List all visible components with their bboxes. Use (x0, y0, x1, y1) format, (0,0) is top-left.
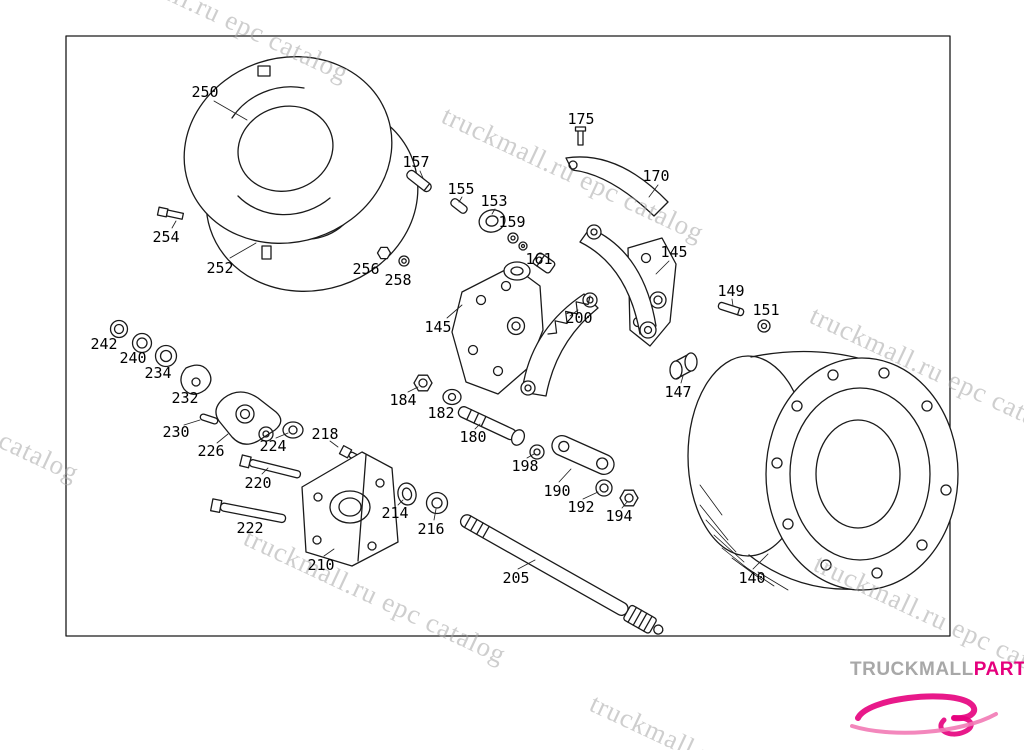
part-label-252: 252 (206, 259, 234, 277)
bolt-220 (239, 454, 302, 479)
part-label-184: 184 (389, 391, 417, 409)
part-label-250: 250 (191, 83, 219, 101)
part-label-151: 151 (752, 301, 780, 319)
bracket-210 (301, 451, 399, 567)
nut-194 (619, 489, 639, 507)
part-label-210: 210 (307, 556, 335, 574)
part-label-220: 220 (244, 474, 272, 492)
part-label-161: 161 (525, 250, 553, 268)
brand-logo: TRUCKMALLPARTS (850, 659, 1024, 742)
washer-182 (442, 388, 462, 406)
spider-145-left (451, 261, 544, 395)
part-label-180: 180 (459, 428, 487, 446)
drawing-frame (65, 35, 951, 637)
part-label-230: 230 (162, 423, 190, 441)
part-label-190: 190 (543, 482, 571, 500)
part-label-256: 256 (352, 260, 380, 278)
link-190 (551, 434, 615, 476)
part-label-149: 149 (717, 282, 745, 300)
part-label-226: 226 (197, 442, 225, 460)
pin-230 (199, 413, 219, 425)
part-label-157: 157 (402, 153, 430, 171)
part-label-145: 145 (424, 318, 452, 336)
bushing-153 (478, 209, 506, 233)
pin-157 (406, 169, 432, 193)
part-label-140: 140 (738, 569, 766, 587)
washer-198 (529, 444, 545, 460)
part-label-232: 232 (171, 389, 199, 407)
leader-lines (171, 100, 769, 570)
brake-shoe-lower (520, 292, 599, 397)
part-label-224: 224 (259, 437, 287, 455)
bushing-161 (532, 252, 556, 274)
part-label-218: 218 (311, 425, 339, 443)
pin-180 (457, 406, 526, 446)
nut-184 (413, 374, 433, 392)
part-label-234: 234 (144, 364, 172, 382)
nut-256 (376, 246, 392, 260)
part-label-205: 205 (502, 569, 530, 587)
drum-bolt-holes (771, 367, 952, 579)
lever-170 (565, 156, 669, 217)
drum-shading (699, 484, 789, 591)
washer-216 (425, 491, 449, 515)
part-label-182: 182 (427, 404, 455, 422)
rings-159 (507, 232, 528, 251)
part-label-242: 242 (90, 335, 118, 353)
bolt-222 (209, 498, 287, 524)
part-label-254: 254 (152, 228, 180, 246)
adjuster-226 (215, 391, 282, 445)
part-label-240: 240 (119, 349, 147, 367)
part-label-216: 216 (417, 520, 445, 538)
part-label-175: 175 (567, 110, 595, 128)
part-label-198: 198 (511, 457, 539, 475)
part-label-159: 159 (498, 213, 526, 231)
plate-232 (180, 364, 212, 395)
bolt-175 (574, 126, 587, 146)
washer-192 (595, 479, 613, 497)
roller-147 (669, 352, 698, 380)
washer-258 (398, 255, 410, 267)
brand-name: TRUCKMALL (850, 659, 974, 680)
camshaft-205 (459, 514, 664, 635)
spring-200 (547, 295, 591, 335)
ring-240 (131, 332, 153, 354)
pin-149 (717, 301, 745, 317)
part-label-194: 194 (605, 507, 633, 525)
bushing-214 (397, 482, 417, 506)
nut-151 (757, 319, 771, 333)
part-label-222: 222 (236, 519, 264, 537)
part-label-258: 258 (384, 271, 412, 289)
part-label-155: 155 (447, 180, 475, 198)
part-label-145: 145 (660, 243, 688, 261)
bolt-254 (156, 206, 185, 220)
part-label-170: 170 (642, 167, 670, 185)
brake-shoe-upper (579, 224, 657, 339)
part-label-147: 147 (664, 383, 692, 401)
part-label-192: 192 (567, 498, 595, 516)
ring-234 (154, 344, 178, 368)
backing-plates-250-252 (183, 56, 419, 292)
pin-155 (450, 198, 468, 214)
part-label-214: 214 (381, 504, 409, 522)
logo-swirl-icon (850, 693, 998, 737)
ring-242 (109, 319, 129, 339)
brake-drum-140 (687, 350, 959, 591)
part-label-200: 200 (565, 309, 593, 327)
washer-224 (282, 421, 304, 439)
part-label-153: 153 (480, 192, 508, 210)
brand-accent: PARTS (973, 659, 1024, 680)
